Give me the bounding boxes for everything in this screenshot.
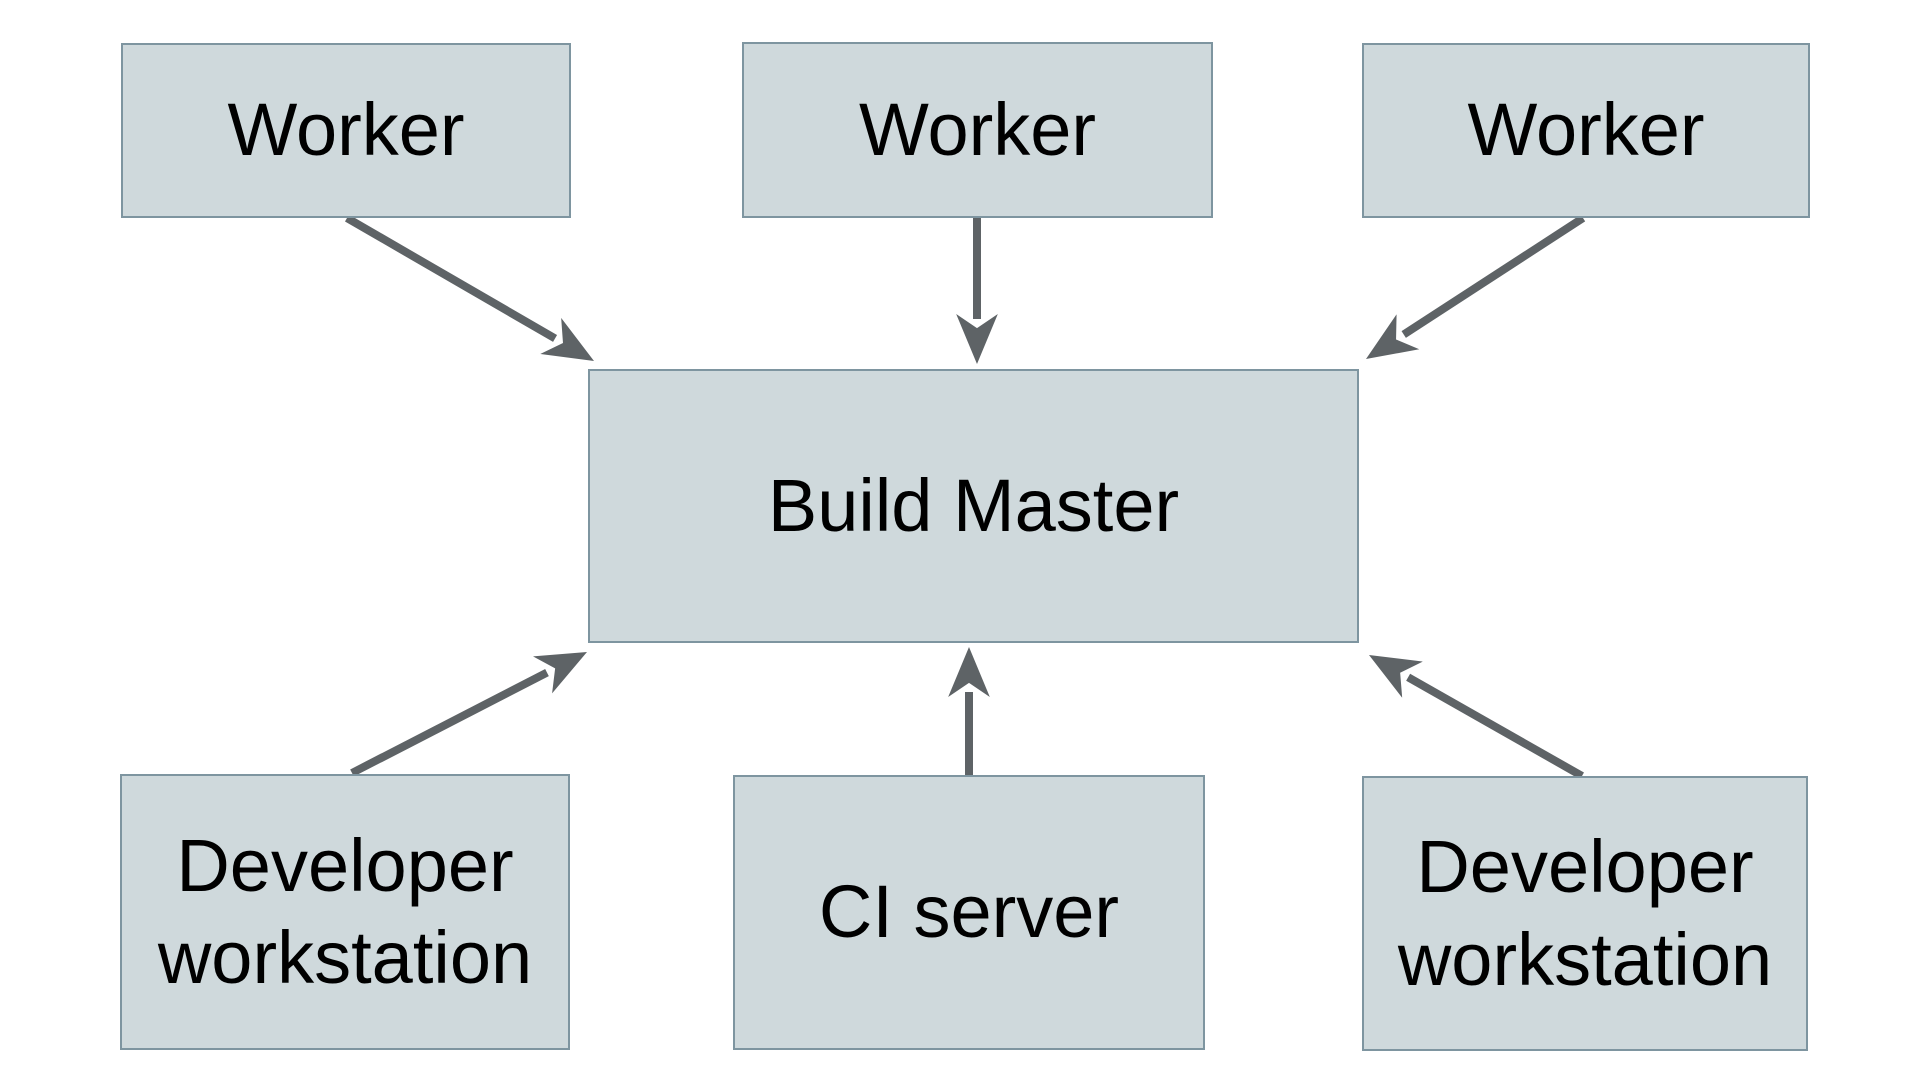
edge-worker-3-to-build-master: [1365, 214, 1586, 359]
edge-developer-workstation-1-to-build-master: [350, 652, 587, 777]
node-build-master: Build Master: [588, 369, 1359, 643]
node-label-developer-workstation-2: Developer workstation: [1397, 825, 1773, 1001]
edge-developer-workstation-2-to-build-master: [1368, 655, 1584, 780]
edge-worker-1-to-build-master: [344, 214, 595, 361]
node-label-ci-server: CI server: [818, 870, 1120, 954]
node-worker-2: Worker: [742, 42, 1213, 218]
node-label-worker-1: Worker: [227, 88, 465, 172]
node-developer-workstation-2: Developer workstation: [1362, 776, 1808, 1051]
node-worker-1: Worker: [121, 43, 571, 218]
node-label-build-master: Build Master: [767, 463, 1180, 547]
node-developer-workstation-1: Developer workstation: [120, 774, 570, 1050]
node-worker-3: Worker: [1362, 43, 1810, 218]
node-label-worker-3: Worker: [1467, 88, 1705, 172]
node-ci-server: CI server: [733, 775, 1205, 1050]
node-label-worker-2: Worker: [858, 87, 1097, 171]
node-label-developer-workstation-1: Developer workstation: [157, 823, 533, 1000]
